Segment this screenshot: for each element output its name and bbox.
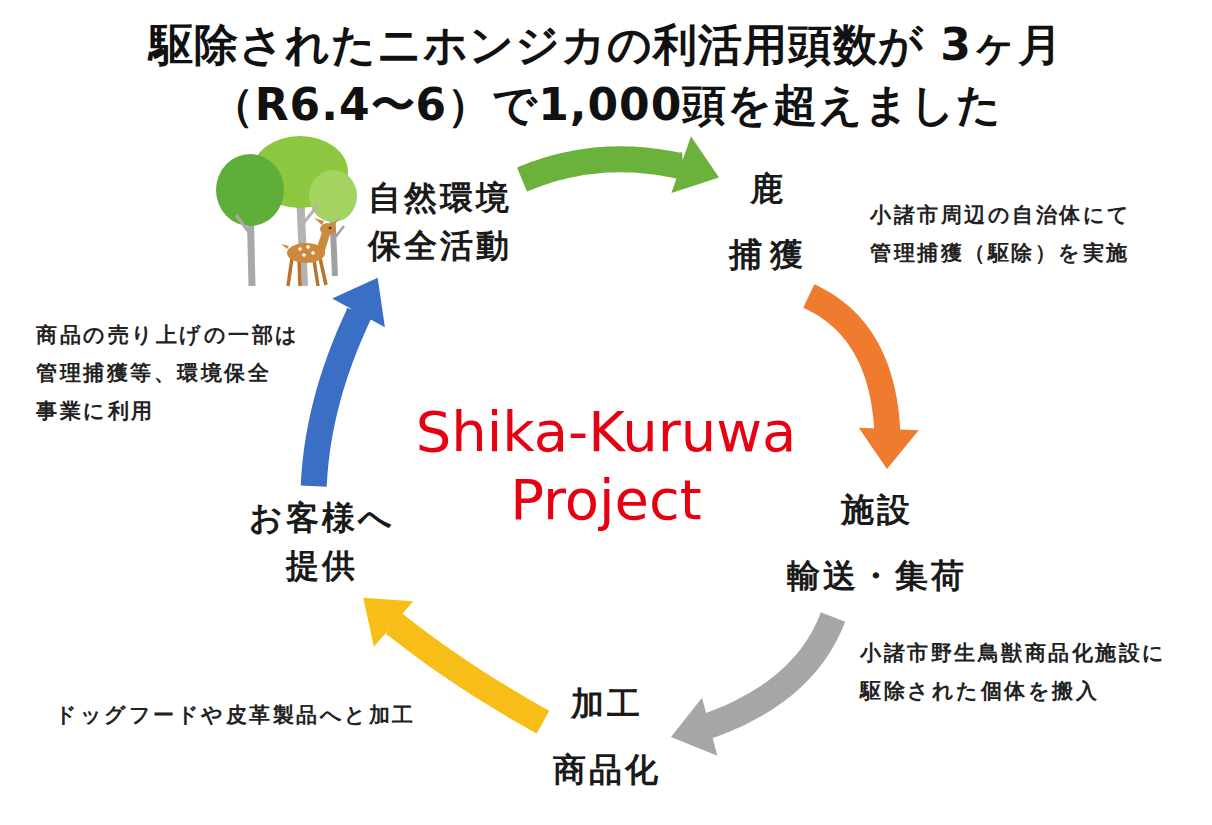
deer-leg <box>288 258 292 286</box>
deer-spot <box>311 251 315 255</box>
arrow-head <box>363 598 413 647</box>
deer-ear <box>314 218 324 225</box>
cycle-step: 加工 商品化 <box>543 663 671 811</box>
trees <box>216 136 357 286</box>
arrow-shaft <box>314 311 360 486</box>
step-label: 鹿 捕獲 <box>727 156 813 288</box>
deer-leg <box>320 258 326 285</box>
tree-canopy <box>309 170 357 222</box>
deer-spot <box>302 253 306 257</box>
note-text: 小諸市周辺の自治体にて 管理捕獲（駆除）を実施 <box>870 196 1135 272</box>
arrow-head <box>332 278 385 327</box>
deer-eye <box>329 227 332 230</box>
deer-neck <box>316 232 330 254</box>
step-label: 自然環境 保全活動 <box>366 174 514 270</box>
cycle-step: 鹿 捕獲 <box>719 148 821 296</box>
arrow-head <box>671 698 717 756</box>
deer-leg <box>314 260 318 286</box>
deer-spot <box>306 245 310 249</box>
arrow-head <box>671 136 719 193</box>
deer <box>281 217 340 286</box>
arrow-shaft <box>809 296 889 431</box>
tree-canopy <box>216 154 284 226</box>
step-label: お客様へ 提供 <box>248 494 397 590</box>
cycle-arrow <box>671 617 833 756</box>
step-label: 加工 商品化 <box>551 671 663 803</box>
note-text: 商品の売り上げの一部は 管理捕獲等、環境保全 事業に利用 <box>36 316 303 430</box>
project-name: Shika-Kuruwa Project <box>414 398 798 534</box>
arrow-shaft <box>708 617 833 727</box>
cycle-step: 自然環境 保全活動 <box>358 166 522 278</box>
deer-leg <box>299 260 300 286</box>
note-text: 小諸市野生鳥獣商品化施設に 駆除された個体を搬入 <box>860 634 1170 710</box>
deer-ear <box>332 217 340 226</box>
cycle-arrow <box>809 296 919 469</box>
deer-tail <box>281 244 289 249</box>
deer-spot <box>298 247 302 251</box>
tree-branch <box>302 205 318 225</box>
cycle-step: お客様へ 提供 <box>240 486 405 598</box>
cycle-step: 施設 輸送・集荷 <box>777 469 977 617</box>
tree-branch <box>236 215 251 235</box>
cycle-arrow <box>522 136 719 193</box>
arrow-head <box>859 428 919 469</box>
step-label: 施設 輸送・集荷 <box>785 477 969 609</box>
note-text: ドッグフードや皮革製品へと加工 <box>55 696 419 734</box>
title: 駆除されたニホンジカの利活用頭数が 3ヶ月（R6.4〜6）で1,000頭を超えま… <box>147 15 1066 135</box>
cycle-arrow <box>314 278 385 486</box>
arrow-shaft <box>522 159 683 179</box>
